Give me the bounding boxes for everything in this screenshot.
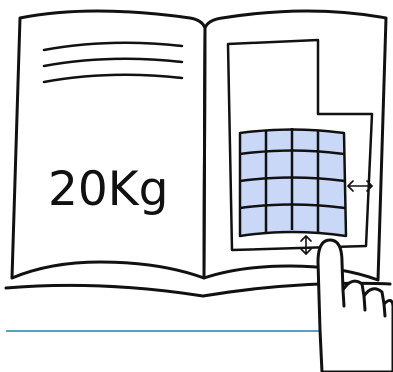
text-lines xyxy=(42,41,184,84)
double-arrow-vertical-icon xyxy=(300,235,312,255)
page-region-outline xyxy=(226,38,374,252)
double-arrow-horizontal-icon xyxy=(347,180,373,192)
weight-label: 20Kg xyxy=(48,162,168,217)
grid-patch-icon xyxy=(238,128,348,238)
pointing-hand-icon xyxy=(316,238,393,372)
